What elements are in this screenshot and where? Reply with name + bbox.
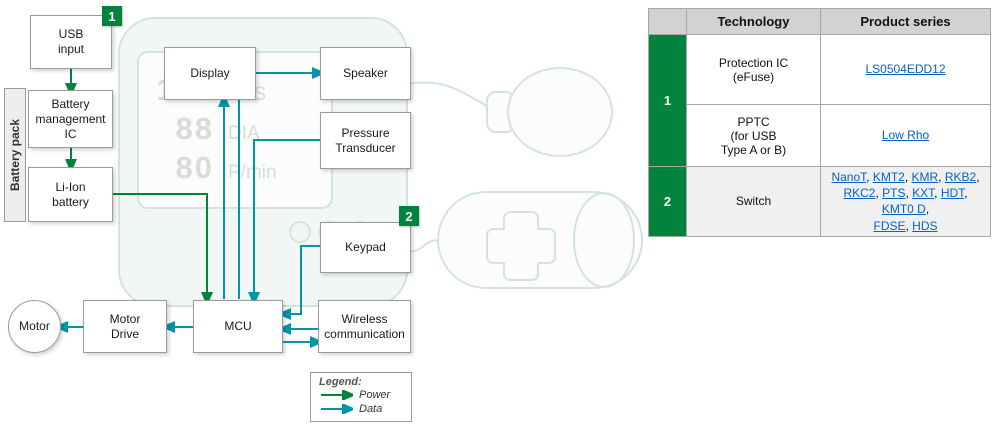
product-link-hds[interactable]: HDS [912, 218, 938, 233]
legend-power-label: Power [359, 389, 391, 401]
product-link-kmr[interactable]: KMR [911, 170, 939, 184]
node-keypad: Keypad [320, 222, 411, 273]
table-row-switch: 2 Switch NanoT, KMT2, KMR, RKB2,RKC2, PT… [648, 166, 991, 237]
product-link-rkc2[interactable]: RKC2 [843, 186, 876, 201]
product-link-nanot[interactable]: NanoT [831, 170, 867, 184]
product-cell-protection-ic: LS0504EDD12 [820, 34, 991, 105]
battery-pack-text: Battery pack [8, 118, 22, 192]
cuff-bulb [507, 67, 613, 157]
node-motor: Motor [8, 300, 61, 353]
product-link-fdse[interactable]: FDSE [873, 218, 906, 233]
table-header-product-series: Product series [820, 8, 991, 35]
product-cell-pptc: Low Rho [820, 104, 991, 167]
legend-title: Legend: [319, 376, 362, 388]
group-number-2: 2 [648, 166, 687, 237]
dia-unit: DIA [228, 123, 260, 144]
screen-row-dia: 88 DIA [148, 111, 277, 150]
power-arrow-icon [321, 390, 353, 400]
legend-data-label: Data [359, 403, 383, 415]
pulse-value: 80 [175, 150, 214, 185]
pulse-unit: P/min [228, 162, 277, 183]
node-li-ion-battery: Li-Ion battery [28, 167, 113, 222]
group-number-1: 1 [648, 34, 687, 167]
product-link-kmt0-d[interactable]: KMT0 D [881, 202, 926, 217]
table-corner-header [648, 8, 687, 35]
node-battery-management-ic: Battery management IC [28, 90, 113, 148]
node-pressure-transducer: Pressure Transducer [320, 112, 411, 169]
product-link-rkb2[interactable]: RKB2 [944, 170, 977, 184]
product-link-kxt[interactable]: KXT [912, 186, 935, 201]
cuff-tube [406, 81, 488, 107]
node-display: Display [164, 47, 256, 100]
technology-cell-switch: Switch [686, 166, 821, 237]
product-link-ls0504edd12[interactable]: LS0504EDD12 [865, 62, 946, 77]
screen-row-pulse: 80 P/min [148, 150, 277, 189]
dia-value: 88 [175, 111, 214, 146]
technology-cell-protection-ic: Protection IC (eFuse) [686, 34, 821, 105]
technology-cell-pptc: PPTC (for USB Type A or B) [686, 104, 821, 167]
table-row-pptc: PPTC (for USB Type A or B) Low Rho [649, 104, 991, 167]
product-table: Technology Product series 1 Protection I… [648, 8, 991, 237]
table-header-row: Technology Product series [648, 8, 991, 35]
product-link-hdt[interactable]: HDT [940, 186, 965, 201]
legend-power: Power [319, 388, 403, 402]
product-link-low-rho[interactable]: Low Rho [881, 128, 930, 143]
legend-data: Data [319, 402, 403, 416]
node-motor-drive: Motor Drive [83, 300, 167, 353]
callout-badge-2: 2 [399, 206, 419, 226]
cuff-roll-end [573, 192, 635, 288]
callout-badge-1: 1 [102, 6, 122, 26]
node-mcu: MCU [193, 300, 283, 353]
legend: Legend: Power Data [310, 372, 412, 422]
product-link-kmt2[interactable]: KMT2 [872, 170, 905, 184]
node-speaker: Speaker [320, 47, 411, 100]
table-row-protection-ic: 1 Protection IC (eFuse) LS0504EDD12 [648, 34, 991, 167]
medical-cross-icon [486, 211, 556, 281]
node-usb-input: USB input [30, 15, 112, 69]
pump-tube [406, 239, 439, 253]
node-wireless-communication: Wireless communication [318, 300, 411, 353]
data-arrow-icon [321, 404, 353, 414]
battery-pack-label: Battery pack [4, 88, 26, 222]
product-cell-switch: NanoT, KMT2, KMR, RKB2,RKC2, PTS, KXT, H… [820, 166, 991, 237]
table-header-technology: Technology [686, 8, 821, 35]
product-link-pts[interactable]: PTS [882, 186, 906, 201]
